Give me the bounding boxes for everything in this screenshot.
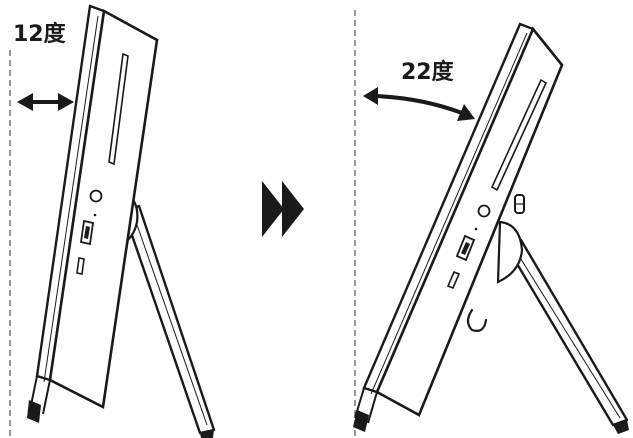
right-stand-leg <box>505 238 629 434</box>
left-angle-arrow-icon <box>17 93 74 111</box>
right-port-icon <box>455 234 476 262</box>
right-disc-slot <box>490 78 548 192</box>
transition-arrow-icon <box>262 181 304 237</box>
right-panel: 22度 <box>353 10 629 438</box>
left-usb-slot-icon <box>76 257 85 275</box>
right-cable-loop <box>466 308 488 332</box>
left-stand-leg <box>122 204 216 438</box>
right-angle-arrow-icon <box>363 87 475 121</box>
right-monitor <box>353 22 564 432</box>
left-disc-slot <box>108 52 129 166</box>
right-usb-slot-icon <box>446 270 461 290</box>
left-angle-label: 12度 <box>13 21 67 47</box>
right-angle-label: 22度 <box>401 59 455 85</box>
right-hinge-knob <box>514 194 525 214</box>
left-power-button-icon <box>89 189 103 203</box>
left-panel: 12度 <box>9 4 216 438</box>
right-stand-hinge <box>496 220 524 284</box>
left-monitor <box>27 4 159 423</box>
left-port-icon <box>79 219 95 246</box>
right-power-button-icon <box>477 204 491 218</box>
